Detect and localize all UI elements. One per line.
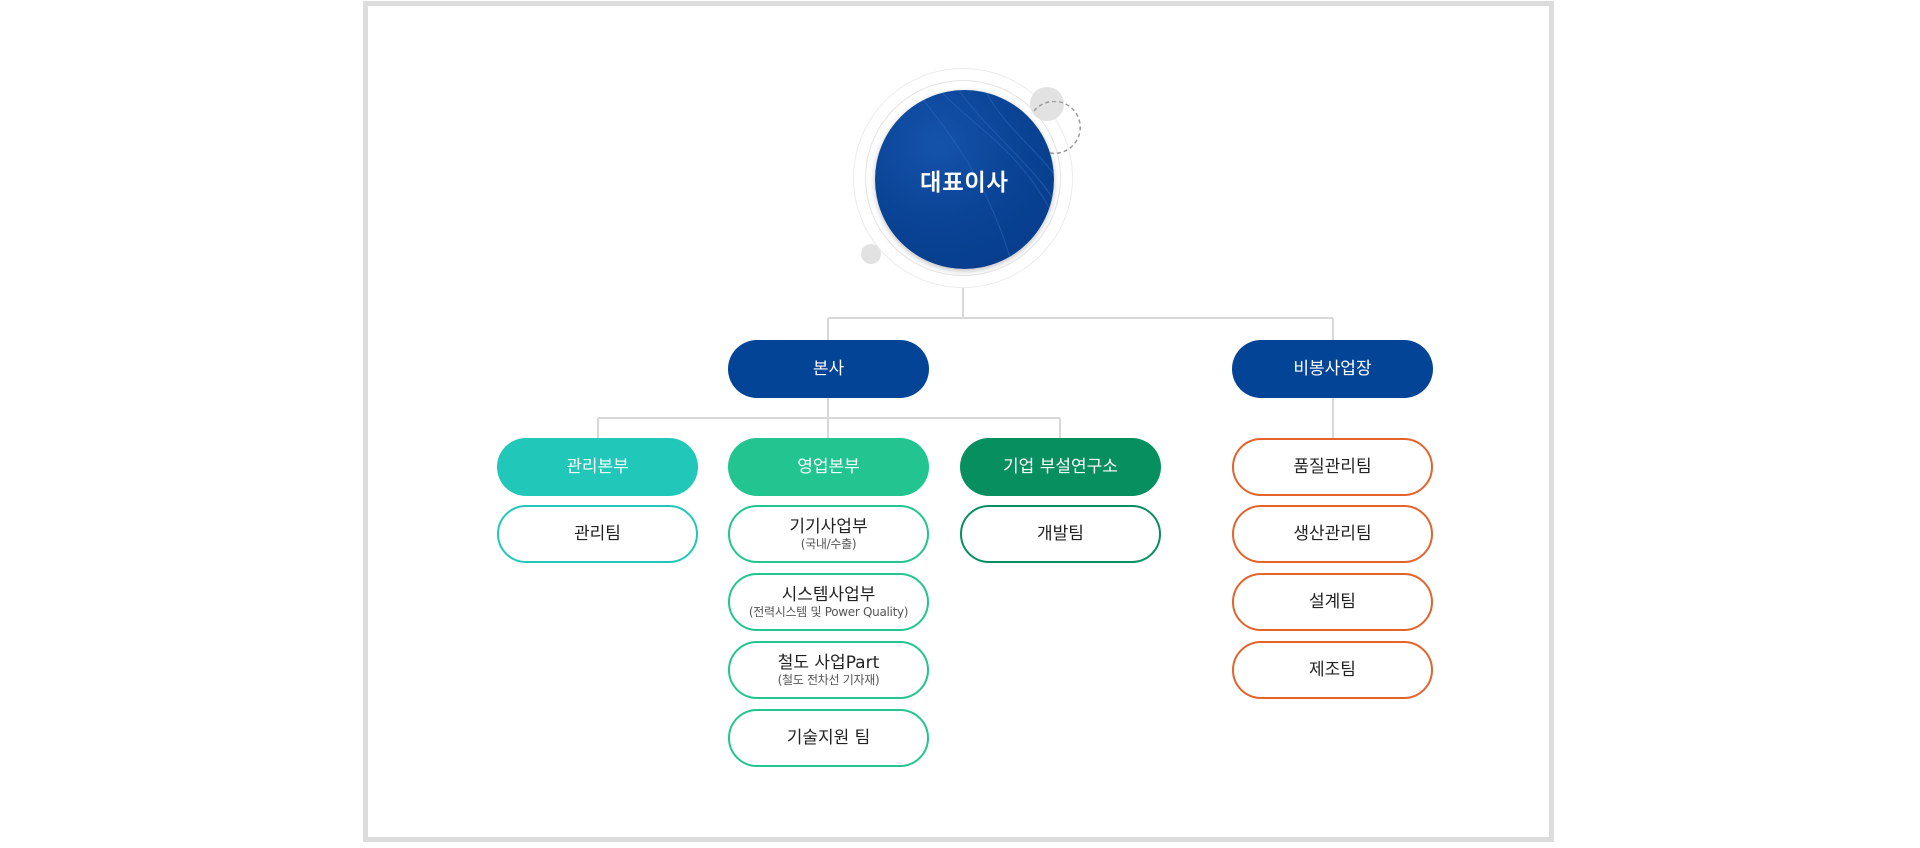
- team-systems-business[interactable]: 시스템사업부 (전력시스템 및 Power Quality): [728, 573, 929, 631]
- headquarters-label: 본사: [812, 359, 845, 379]
- team-label: 설계팀: [1309, 592, 1356, 612]
- team-manufacturing[interactable]: 제조팀: [1232, 641, 1433, 699]
- admin-division-node[interactable]: 관리본부: [497, 438, 698, 496]
- team-label: 개발팀: [1037, 524, 1084, 544]
- team-sublabel: (전력시스템 및 Power Quality): [748, 604, 909, 619]
- headquarters-node[interactable]: 본사: [728, 340, 929, 398]
- sales-division-node[interactable]: 영업본부: [728, 438, 929, 496]
- ceo-circle: 대표이사: [875, 90, 1054, 269]
- rnd-division-label: 기업 부설연구소: [1003, 457, 1118, 477]
- team-label: 철도 사업Part: [777, 652, 880, 673]
- ceo-label: 대표이사: [920, 169, 1009, 196]
- business-site-label: 비봉사업장: [1293, 359, 1372, 379]
- decorative-dot-small: [861, 244, 881, 264]
- team-quality-control[interactable]: 품질관리팀: [1232, 438, 1433, 496]
- team-tech-support[interactable]: 기술지원 팀: [728, 709, 929, 767]
- team-label: 품질관리팀: [1293, 457, 1372, 477]
- rnd-division-node[interactable]: 기업 부설연구소: [960, 438, 1161, 496]
- business-site-node[interactable]: 비봉사업장: [1232, 340, 1433, 398]
- team-label: 생산관리팀: [1293, 524, 1372, 544]
- ceo-node[interactable]: 대표이사: [853, 68, 1073, 288]
- team-sublabel: (철도 전차선 기자재): [777, 672, 880, 687]
- team-admin-management[interactable]: 관리팀: [497, 505, 698, 563]
- team-label: 관리팀: [574, 524, 621, 544]
- admin-division-label: 관리본부: [566, 457, 629, 477]
- ceo-swirl-decoration: [914, 90, 1054, 269]
- sales-division-label: 영업본부: [797, 457, 860, 477]
- team-label: 시스템사업부: [781, 584, 876, 605]
- team-label: 기기사업부: [789, 516, 868, 537]
- team-development[interactable]: 개발팀: [960, 505, 1161, 563]
- team-label: 기술지원 팀: [786, 728, 871, 748]
- decorative-dashed-arc: [1033, 101, 1081, 155]
- team-design[interactable]: 설계팀: [1232, 573, 1433, 631]
- team-sublabel: (국내/수출): [800, 536, 857, 551]
- decorative-dot-large: [1030, 87, 1064, 121]
- team-production-management[interactable]: 생산관리팀: [1232, 505, 1433, 563]
- ceo-inner-ring: [865, 80, 1061, 276]
- ceo-outer-ring: [853, 68, 1073, 288]
- team-label: 제조팀: [1309, 660, 1356, 680]
- team-devices-business[interactable]: 기기사업부 (국내/수출): [728, 505, 929, 563]
- team-railway-part[interactable]: 철도 사업Part (철도 전차선 기자재): [728, 641, 929, 699]
